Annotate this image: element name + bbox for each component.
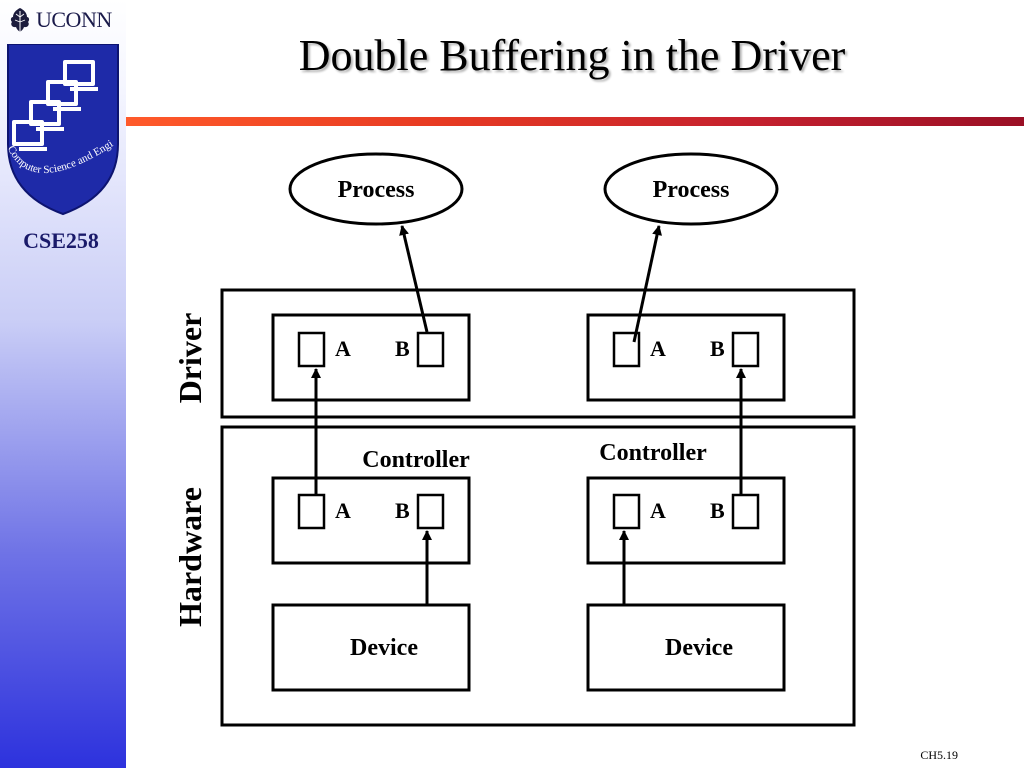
buffer-a-slot <box>612 493 641 530</box>
buffer-a-slot <box>297 493 326 530</box>
buffer-a-slot <box>297 331 326 368</box>
device-label-left: Device <box>350 635 418 661</box>
buffer-a-label: A <box>335 498 351 523</box>
arrow-right-a-to-process <box>632 225 662 343</box>
network-computers-icon <box>12 60 98 151</box>
uconn-logo: UCONN <box>8 6 112 34</box>
process-ellipse-left <box>288 152 464 226</box>
title-divider <box>126 117 1024 126</box>
buffer-b-label: B <box>710 498 725 523</box>
controller-buffer-right: A B <box>586 476 786 565</box>
cse-emblem: Computer Science and Engineering <box>0 44 119 216</box>
buffer-b-slot <box>416 331 445 368</box>
sidebar: UCONN Computer Science and Engineering C… <box>0 0 126 768</box>
buffer-b-slot <box>731 331 760 368</box>
slide-title: Double Buffering in the Driver <box>298 31 846 80</box>
driver-layer-label: Driver <box>172 313 208 404</box>
arrow-left-b-to-process <box>399 225 429 333</box>
buffer-a-label: A <box>650 336 666 361</box>
controller-buffer-left: A B <box>271 476 471 565</box>
controller-label-left: Controller <box>362 447 470 473</box>
buffer-a-label: A <box>650 498 666 523</box>
oak-leaf-icon <box>10 8 30 32</box>
hardware-layer-label: Hardware <box>172 487 208 627</box>
process-label-right: Process <box>653 177 730 203</box>
buffer-b-slot <box>731 493 760 530</box>
hardware-layer-frame <box>220 425 856 727</box>
controller-label-right: Controller <box>599 440 707 466</box>
buffer-b-slot <box>416 493 445 530</box>
driver-layer-frame <box>220 288 856 419</box>
buffer-b-label: B <box>395 336 410 361</box>
buffer-a-label: A <box>335 336 351 361</box>
driver-buffer-left: A B <box>271 313 471 402</box>
device-label-right: Device <box>665 635 733 661</box>
course-label: CSE258 <box>23 228 99 253</box>
buffer-b-label: B <box>395 498 410 523</box>
process-label-left: Process <box>338 177 415 203</box>
page-number: CH5.19 <box>920 748 958 762</box>
driver-buffer-right: A B <box>586 313 786 402</box>
process-ellipse-right <box>603 152 779 226</box>
device-box-left <box>271 603 471 692</box>
uconn-wordmark: UCONN <box>36 7 112 32</box>
buffer-b-label: B <box>710 336 725 361</box>
device-box-right <box>586 603 786 692</box>
